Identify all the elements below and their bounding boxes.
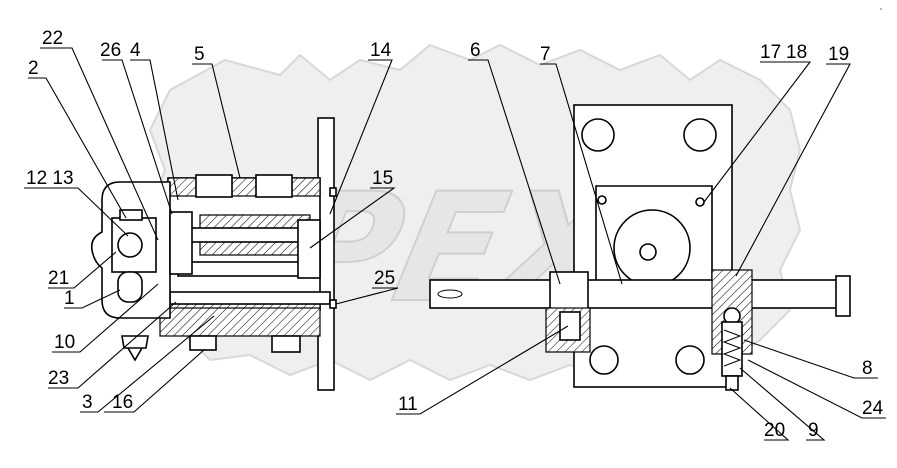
upper-shaft — [177, 227, 319, 243]
leader-6 — [468, 59, 561, 285]
bottom-bolt-1 — [189, 335, 217, 351]
leader-4 — [130, 59, 179, 201]
callout-12-13: 12 13 — [26, 168, 74, 189]
leader-8 — [743, 339, 878, 379]
housing-screw-left — [597, 195, 607, 205]
callout-14: 14 — [370, 40, 392, 61]
bolt-head-top-1 — [195, 174, 233, 198]
housing-wall-top — [167, 177, 321, 197]
callout-3: 3 — [82, 392, 93, 413]
callout-23: 23 — [48, 368, 69, 389]
callout-11: 11 — [398, 394, 418, 415]
callout-24: 24 — [862, 398, 884, 419]
plate-hole-bl — [589, 345, 619, 375]
plate-hole-tl — [581, 118, 615, 152]
eccentric-link — [117, 271, 143, 303]
right-view — [429, 104, 851, 391]
leader-26 — [102, 59, 173, 215]
leader-9 — [739, 367, 826, 441]
callout-9: 9 — [808, 420, 819, 441]
leader-21 — [48, 251, 117, 289]
base-block — [159, 307, 321, 337]
seal-2 — [329, 299, 337, 309]
leader-3 — [80, 315, 215, 413]
seal-1 — [329, 187, 337, 197]
plate-hole-br — [675, 345, 705, 375]
boss-nut — [117, 232, 143, 258]
callout-21: 21 — [48, 268, 69, 289]
leader-20 — [729, 387, 790, 441]
bottom-bolt-2 — [271, 335, 301, 353]
leader-5 — [192, 63, 241, 179]
rod-slot — [437, 289, 463, 299]
leader-22 — [40, 47, 159, 241]
callout-7: 7 — [540, 44, 551, 65]
callout-19: 19 — [828, 44, 849, 65]
bearing-left — [169, 211, 193, 275]
main-shaft — [169, 291, 331, 305]
leader-2 — [28, 77, 127, 219]
leader-7 — [540, 63, 623, 285]
callout-25: 25 — [374, 268, 395, 289]
leader-14 — [329, 59, 393, 215]
callout-5: 5 — [194, 44, 205, 65]
callout-10: 10 — [54, 332, 75, 353]
callout-16: 16 — [112, 392, 133, 413]
leader-25 — [335, 287, 399, 305]
callout-15: 15 — [372, 168, 393, 189]
corner-mark: ° — [880, 8, 882, 14]
leader-1 — [64, 289, 121, 309]
leader-24 — [747, 359, 886, 419]
leader-19 — [735, 63, 851, 277]
leader-15 — [309, 187, 396, 249]
leader-1718 — [703, 61, 812, 203]
callout-26: 26 — [100, 40, 121, 61]
leader-10 — [52, 283, 159, 353]
plate-hole-tr — [683, 118, 717, 152]
callout-22: 22 — [42, 28, 63, 49]
callout-1: 1 — [64, 288, 75, 309]
bolt-head-top-2 — [255, 174, 293, 198]
drain-plug — [121, 335, 149, 362]
callout-8: 8 — [862, 358, 873, 379]
set-screw — [725, 375, 739, 391]
callout-6: 6 — [470, 40, 481, 61]
callout-4: 4 — [130, 40, 141, 61]
lower-shaft — [177, 261, 319, 277]
insert-11 — [559, 311, 581, 341]
leader-lines — [24, 47, 886, 441]
rod-end-cap — [835, 275, 851, 317]
leader-11 — [396, 325, 569, 415]
callout-18: 18 — [786, 42, 807, 63]
motor-hub — [639, 243, 657, 261]
callout-20: 20 — [764, 420, 785, 441]
leader-23 — [48, 301, 177, 389]
spring — [722, 329, 742, 367]
housing-screw-right — [695, 197, 705, 207]
callout-2: 2 — [28, 58, 39, 79]
leader-16 — [104, 349, 205, 413]
fitting-top — [119, 209, 143, 221]
left-section-view — [90, 117, 337, 391]
bearing-right — [297, 219, 321, 279]
callout-labels: 22 26 4 5 14 6 7 17 18 19 2 12 13 15 21 … — [26, 28, 884, 441]
callout-17: 17 — [760, 42, 781, 63]
main-rod — [429, 279, 841, 309]
leader-1213 — [24, 187, 129, 237]
